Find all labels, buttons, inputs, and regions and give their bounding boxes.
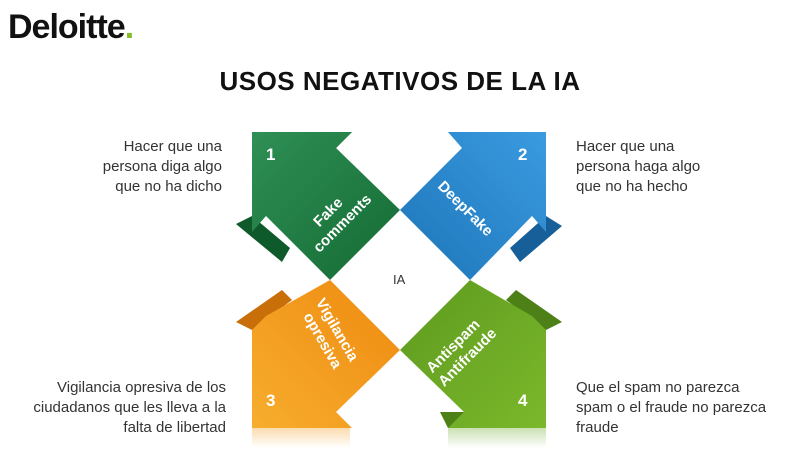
center-label: IA	[393, 272, 406, 287]
description-3: Vigilancia opresiva de los ciudadanos qu…	[33, 379, 226, 436]
arrow-2-number: 2	[518, 145, 527, 164]
deloitte-logo: Deloitte.	[8, 8, 134, 46]
description-2: Hacer que una persona haga algo que no h…	[576, 138, 701, 195]
reflection-3	[252, 428, 350, 448]
arrow-3	[236, 280, 400, 428]
arrow-1-number: 1	[266, 145, 275, 164]
arrow-4-number: 4	[518, 391, 528, 410]
description-4: Que el spam no parezca spam o el fraude …	[576, 379, 767, 436]
arrow-3-number: 3	[266, 391, 275, 410]
arrow-2	[400, 132, 562, 280]
page-title: USOS NEGATIVOS DE LA IA	[219, 66, 581, 96]
arrow-1	[236, 132, 400, 280]
description-1: Hacer que una persona diga algo que no h…	[102, 138, 222, 195]
arrow-4	[400, 280, 562, 428]
reflection-4	[448, 428, 546, 448]
